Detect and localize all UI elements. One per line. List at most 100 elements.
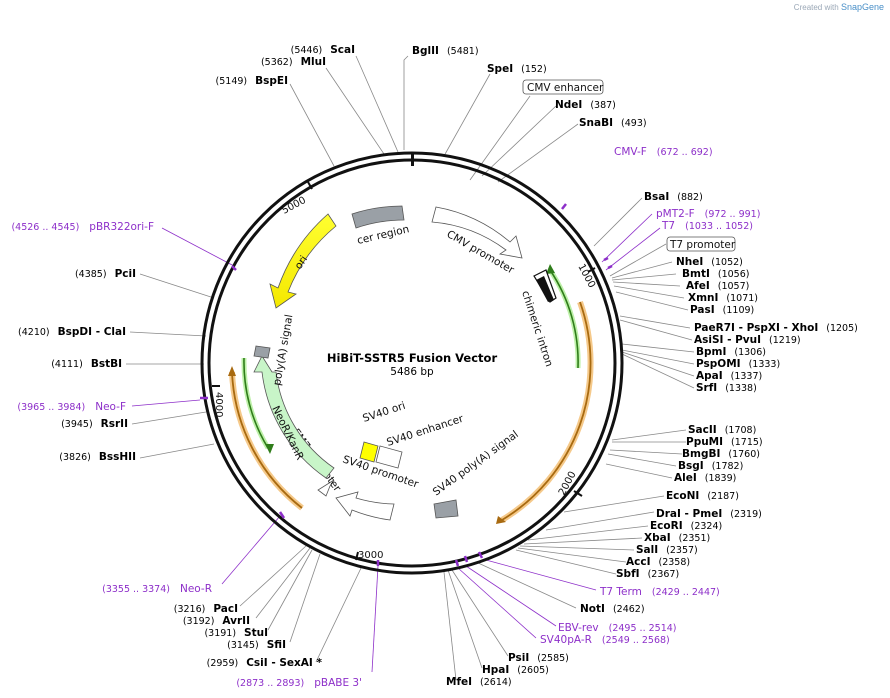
leader-sv40par [457, 567, 537, 639]
enzyme-sfii[interactable]: SfiI(3145) [227, 639, 286, 651]
enzyme-acci[interactable]: AccI(2358) [626, 556, 690, 568]
enzyme-bstbi[interactable]: BstBI(4111) [51, 358, 122, 370]
primer-neo-f[interactable]: Neo-F(3965 .. 3984) [17, 401, 126, 413]
primer-mark-cmv-f [561, 203, 567, 210]
enzyme-nhei[interactable]: NheI(1052) [676, 256, 743, 268]
primer-position: (2549 .. 2568) [602, 635, 670, 646]
leader-sbfi [515, 549, 617, 575]
enzyme-stui[interactable]: StuI(3191) [204, 627, 268, 639]
primer-cmv-f[interactable]: CMV-F(672 .. 692) [614, 146, 713, 158]
leader-paci [239, 545, 307, 607]
boxed-cmv-enhancer [522, 79, 604, 95]
enzyme-ecori[interactable]: EcoRI(2324) [650, 520, 722, 532]
enzyme-mfei[interactable]: MfeI(2614) [446, 676, 512, 688]
enzyme-sacii[interactable]: SacII(1708) [688, 424, 756, 436]
enzyme-rsrii[interactable]: RsrII(3945) [61, 418, 128, 430]
enzyme-econi[interactable]: EcoNI(2187) [666, 490, 739, 502]
feature-cmv-promoter [431, 206, 523, 259]
enzyme-paer7i-pspxi-xhoi[interactable]: PaeR7I - PspXI - XhoI(1205) [694, 322, 858, 334]
leader-bglii [403, 55, 409, 150]
enzyme-position: (2187) [707, 491, 739, 502]
enzyme-alei[interactable]: AleI(1839) [674, 472, 736, 484]
enzyme-position: (5362) [261, 57, 293, 68]
tick-label-1000: 1000 [575, 262, 597, 290]
enzyme-name: BspEI [255, 75, 288, 87]
enzyme-sbfi[interactable]: SbfI (2367) [616, 568, 679, 580]
enzyme-bsgi[interactable]: BsgI(1782) [678, 460, 743, 472]
primer-neo-r[interactable]: Neo-R(3355 .. 3374) [102, 583, 212, 595]
primer-pbabe-3[interactable]: pBABE 3'(2873 .. 2893) [236, 677, 362, 689]
leader-cmv-enhancer [469, 95, 531, 181]
enzyme-avrii[interactable]: AvrII(3192) [183, 615, 250, 627]
enzyme-pcii[interactable]: PciI(4385) [75, 268, 136, 280]
enzyme-drai-pmei[interactable]: DraI - PmeI(2319) [656, 508, 762, 520]
primer-ebv-rev[interactable]: EBV-rev(2495 .. 2514) [558, 622, 677, 634]
enzyme-pasi[interactable]: PasI(1109) [690, 304, 754, 316]
primer-position: (4526 .. 4545) [11, 222, 79, 233]
enzyme-labels: BglII(5481) SpeI(152) NdeI(387) SnaBI(493) B… [18, 44, 858, 688]
primer-t7[interactable]: T7(1033 .. 1052) [661, 220, 753, 232]
primer-name: pBR322ori-F [89, 221, 154, 233]
feature-sv40-ori [359, 441, 379, 463]
enzyme-afei[interactable]: AfeI(1057) [686, 280, 749, 292]
enzyme-name: XmnI [688, 292, 718, 304]
enzyme-position: (882) [677, 192, 703, 203]
enzyme-bmgbi[interactable]: BmgBI(1760) [682, 448, 760, 460]
orf-green-right-core [549, 269, 579, 369]
leader-clai [129, 331, 207, 337]
primer-position: (2495 .. 2514) [609, 623, 677, 634]
enzyme-sali[interactable]: SalI(2357) [636, 544, 698, 556]
enzyme-asisi-pvui[interactable]: AsiSI - PvuI(1219) [694, 334, 801, 346]
leader-snabi [497, 123, 579, 183]
tick-3000 [355, 551, 359, 561]
enzyme-bpmi[interactable]: BpmI(1306) [696, 346, 766, 358]
primer-labels: CMV-F(672 .. 692) pMT2-F(972 .. 991)T7(10… [11, 146, 760, 689]
enzyme-noti[interactable]: NotI(2462) [580, 603, 645, 615]
leader-ndei [481, 105, 557, 177]
enzyme-position: (2319) [730, 509, 762, 520]
leader-rsrii [131, 411, 207, 425]
enzyme-name: SbfI [616, 568, 640, 580]
leader-bmgbi [609, 449, 683, 455]
enzyme-hpai[interactable]: HpaI(2605) [482, 664, 549, 676]
enzyme-scai[interactable]: ScaI(5446) [291, 44, 355, 56]
enzyme-position: (2959) [207, 658, 239, 669]
enzyme-mlui[interactable]: MluI(5362) [261, 56, 326, 68]
enzyme-spei[interactable]: SpeI(152) [487, 63, 547, 75]
leader-pbabe3 [371, 565, 379, 673]
enzyme-bglii[interactable]: BglII(5481) [412, 45, 479, 57]
enzyme-xbai[interactable]: XbaI(2351) [644, 532, 710, 544]
enzyme-xmni[interactable]: XmnI (1071) [688, 292, 758, 304]
enzyme-snabi[interactable]: SnaBI(493) [579, 117, 647, 129]
enzyme-srfi[interactable]: SrfI(1338) [696, 382, 757, 394]
enzyme-bsshii[interactable]: BssHII(3826) [59, 451, 136, 463]
enzyme-bmti[interactable]: BmtI(1056) [682, 268, 749, 280]
primer-pmt2-f[interactable]: pMT2-F(972 .. 991) [656, 208, 760, 220]
feature-ori [269, 213, 337, 309]
enzyme-ndei[interactable]: NdeI(387) [555, 99, 616, 111]
primer-sv40pa-r[interactable]: SV40pA-R(2549 .. 2568) [540, 634, 670, 646]
enzyme-name: HpaI [482, 664, 509, 676]
orf-green-right-head [546, 264, 555, 274]
enzyme-bspei[interactable]: BspEI(5149) [216, 75, 288, 87]
primer-pbr322ori-f[interactable]: pBR322ori-F (4526 .. 4545) [11, 221, 154, 233]
enzyme-psii[interactable]: PsiI (2585) [508, 652, 569, 664]
enzyme-csii-sexai[interactable]: CsiI - SexAI *(2959) [207, 657, 323, 669]
enzyme-paci[interactable]: PacI(3216) [174, 603, 238, 615]
enzyme-ppumi[interactable]: PpuMI(1715) [686, 436, 763, 448]
tick-1000 [587, 267, 596, 273]
label-sv40-polya: SV40 poly(A) signal [431, 428, 521, 498]
primer-t7-term[interactable]: T7 Term(2429 .. 2447) [599, 586, 720, 598]
enzyme-bspdi-clai[interactable]: BspDI - ClaI(4210) [18, 326, 126, 338]
enzyme-name: PsiI [508, 652, 529, 664]
feature-polya-signal [253, 345, 271, 359]
enzyme-position: (2367) [648, 569, 680, 580]
enzyme-position: (2585) [537, 653, 569, 664]
enzyme-pspomi[interactable]: PspOMI(1333) [696, 358, 780, 370]
enzyme-position: (4385) [75, 269, 107, 280]
enzyme-bsai[interactable]: BsaI(882) [644, 191, 703, 203]
leader-noti [475, 561, 577, 609]
enzyme-position: (2462) [613, 604, 645, 615]
enzyme-position: (1071) [726, 293, 758, 304]
enzyme-apai[interactable]: ApaI(1337) [696, 370, 762, 382]
